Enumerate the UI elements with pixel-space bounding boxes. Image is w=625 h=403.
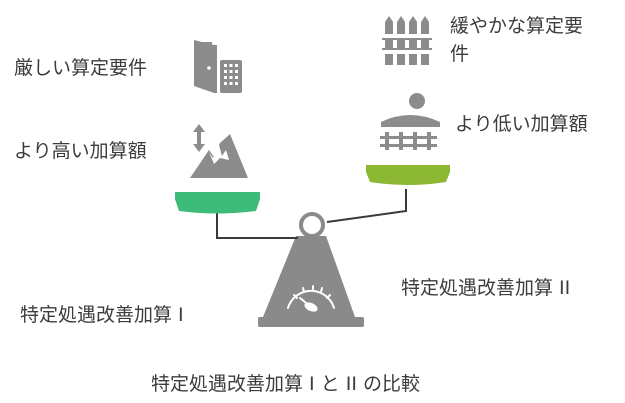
right-pan <box>366 165 450 185</box>
sun-fence-icon <box>380 93 440 150</box>
right-bottom-label: 特定処遇改善加算 II <box>401 277 571 299</box>
door-keypad-icon <box>194 40 242 93</box>
left-top-label: 厳しい算定要件 <box>14 57 148 79</box>
fence-icon <box>382 16 432 65</box>
left-bottom-label: 特定処遇改善加算 I <box>20 304 184 326</box>
right-mid-label: より低い加算額 <box>455 113 588 135</box>
right-top-label-line1: 緩やかな算定要 <box>450 15 584 37</box>
left-pan <box>175 192 260 214</box>
right-top-label-line2: 件 <box>450 43 470 65</box>
pivot-circle <box>299 212 325 238</box>
caption: 特定処遇改善加算 I と II の比較 <box>151 373 420 395</box>
fulcrum <box>258 236 364 327</box>
mountain-arrows-icon <box>190 124 248 178</box>
left-mid-label: より高い加算額 <box>14 140 147 162</box>
balance-beam <box>216 189 407 239</box>
gauge-icon <box>287 285 335 312</box>
